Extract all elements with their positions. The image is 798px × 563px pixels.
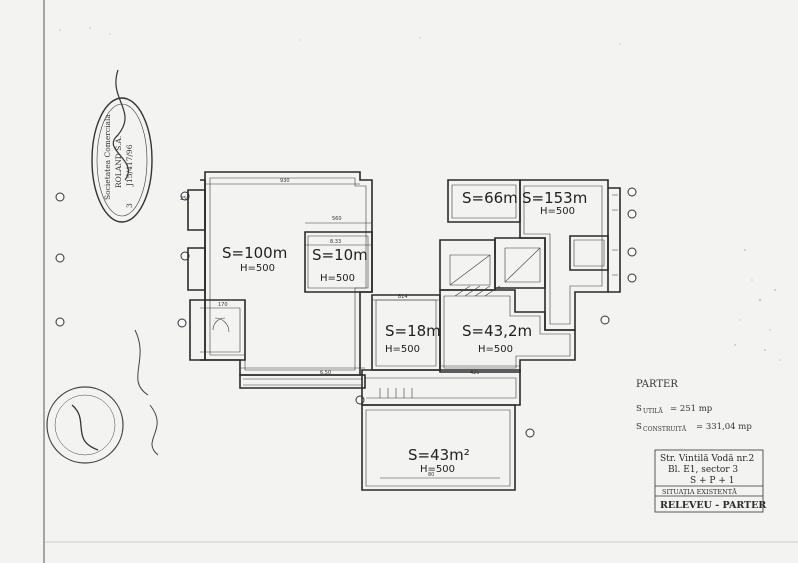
title-levels: S + P + 1 — [690, 476, 734, 486]
dim-250: 250 — [180, 196, 190, 202]
legend-title: PARTER — [636, 379, 678, 390]
dim-650: 6.50 — [320, 370, 331, 376]
building-walls — [187, 171, 621, 491]
room-e-height: H=500 — [385, 344, 420, 355]
dim-top: 930 — [280, 178, 290, 184]
legend-s-utila-value: = 251 mp — [670, 404, 713, 414]
title-address: Str. Vintilă Vodă nr.2 — [660, 453, 754, 464]
dim-080: 80 — [428, 472, 434, 478]
dimension-lines — [200, 183, 520, 479]
stamp-line-4: 3 — [125, 203, 134, 208]
room-a-height: H=500 — [240, 263, 275, 274]
axis-markers-left — [55, 191, 190, 328]
signature-scribble-1 — [134, 329, 149, 396]
room-g-area: S=43m² — [408, 446, 470, 464]
room-b-height: H=500 — [320, 273, 355, 284]
title-block: Str. Vintilă Vodă nr.2 Bl. E1, sector 3 … — [654, 449, 766, 513]
legend-s-constr-sub: CONSTRUITĂ — [643, 426, 687, 433]
dim-814: 814 — [398, 294, 408, 300]
signature-mark — [112, 69, 129, 181]
legend-s-utila-sub: UTILĂ — [643, 408, 663, 415]
dim-833: 8.33 — [330, 239, 341, 245]
room-d-height: H=500 — [540, 206, 575, 217]
room-b-area: S=10m — [312, 246, 368, 264]
dim-170: 170 — [218, 302, 228, 308]
room-g-height: H=500 — [420, 464, 455, 475]
legend-s-utila-label: S — [636, 404, 642, 414]
dim-560: 560 — [332, 216, 342, 222]
room-f-area: S=43,2m — [462, 322, 532, 340]
room-f-height: H=500 — [478, 344, 513, 355]
room-d-area: S=153m — [522, 189, 587, 207]
stamp-line-1: Societatea Comerciala — [103, 114, 112, 200]
area-legend: PARTER S UTILĂ = 251 mp S CONSTRUITĂ = 3… — [636, 379, 752, 433]
room-e-area: S=18m — [385, 322, 441, 340]
room-a-area: S=100m — [222, 244, 287, 262]
dim-425: 425 — [470, 370, 480, 376]
room-c-area: S=66m — [462, 189, 518, 207]
title-block-sector: Bl. E1, sector 3 — [668, 465, 738, 475]
stamp-line-2: ROLAND S.A. — [114, 136, 123, 188]
legend-s-constr-value: = 331,04 mp — [696, 422, 752, 432]
scan-noise — [59, 27, 781, 361]
title-status: SITUAȚIA EXISTENTĂ — [662, 487, 737, 496]
signature-scribble-2 — [149, 404, 159, 456]
stamp-line-3: J15/417/96 — [125, 144, 134, 187]
legend-s-constr-label: S — [636, 422, 642, 432]
engineer-stamp — [46, 386, 124, 464]
title-drawing: RELEVEU - PARTER — [660, 500, 766, 511]
